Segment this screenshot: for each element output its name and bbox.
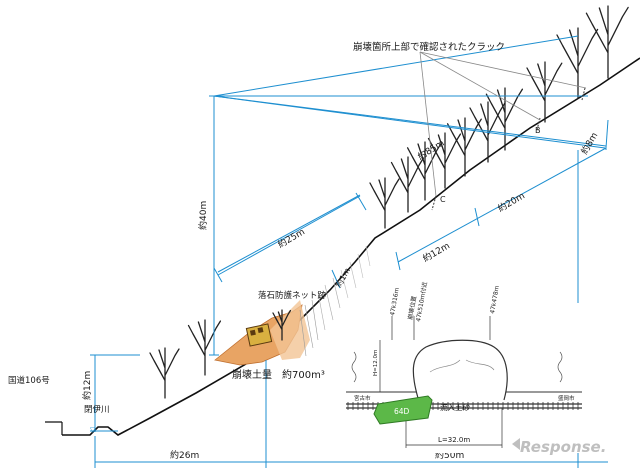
dim-26-label: 約26m bbox=[170, 449, 199, 461]
dim-20-label: 約20m bbox=[496, 190, 527, 215]
tree bbox=[556, 27, 599, 99]
tree bbox=[427, 132, 462, 189]
inset-height-label: H=12.0m bbox=[373, 350, 379, 376]
collapse-volume-label: 崩壊土量 約700m³ bbox=[232, 368, 325, 381]
river-label: 閉伊川 bbox=[84, 404, 110, 415]
cracks bbox=[419, 51, 587, 211]
inset-length-label: L=32.0m bbox=[438, 436, 470, 444]
tree bbox=[526, 61, 563, 123]
svg-text:▽: ▽ bbox=[90, 426, 96, 434]
tree bbox=[446, 117, 482, 177]
dim-12-slope-label: 約12m bbox=[421, 240, 452, 265]
tree bbox=[390, 156, 425, 213]
route-label: 国道106号 bbox=[8, 375, 50, 386]
derailed-train-car bbox=[245, 323, 273, 347]
watermark-text: Response. bbox=[520, 438, 606, 456]
response-watermark: Response. bbox=[512, 438, 606, 456]
tree bbox=[485, 87, 524, 151]
net-remains-label: 落石防護ネット跡 bbox=[258, 290, 327, 301]
crack-c-label: C bbox=[440, 195, 446, 204]
tree bbox=[585, 5, 629, 79]
inset-station-left: 宮古市 bbox=[354, 394, 371, 402]
inset-soil-label: 流入土砂 bbox=[440, 402, 470, 412]
dims bbox=[90, 95, 609, 468]
inset-train-label: 64D bbox=[394, 407, 410, 416]
tree bbox=[369, 177, 400, 229]
tree bbox=[149, 347, 180, 399]
crack-b-label: B bbox=[535, 126, 541, 135]
inset-km-right: 47k478m bbox=[489, 285, 501, 314]
tree bbox=[272, 309, 292, 341]
dim-12-left-label: 約12m bbox=[81, 371, 93, 400]
crack-note-label: 崩壊箇所上部で確認されたクラック bbox=[353, 41, 505, 53]
inset-front-view: 64D 流入土砂 L=32.0m 47k316m 47k510m付近 崩壊位置 … bbox=[344, 281, 584, 453]
tree bbox=[187, 319, 222, 376]
inset-station-right: 盛岡市 bbox=[558, 394, 575, 402]
inset-km-left: 47k316m bbox=[389, 287, 401, 316]
trees bbox=[149, 5, 629, 399]
tree bbox=[406, 141, 442, 201]
dim-40-label: 約40m bbox=[197, 201, 209, 230]
